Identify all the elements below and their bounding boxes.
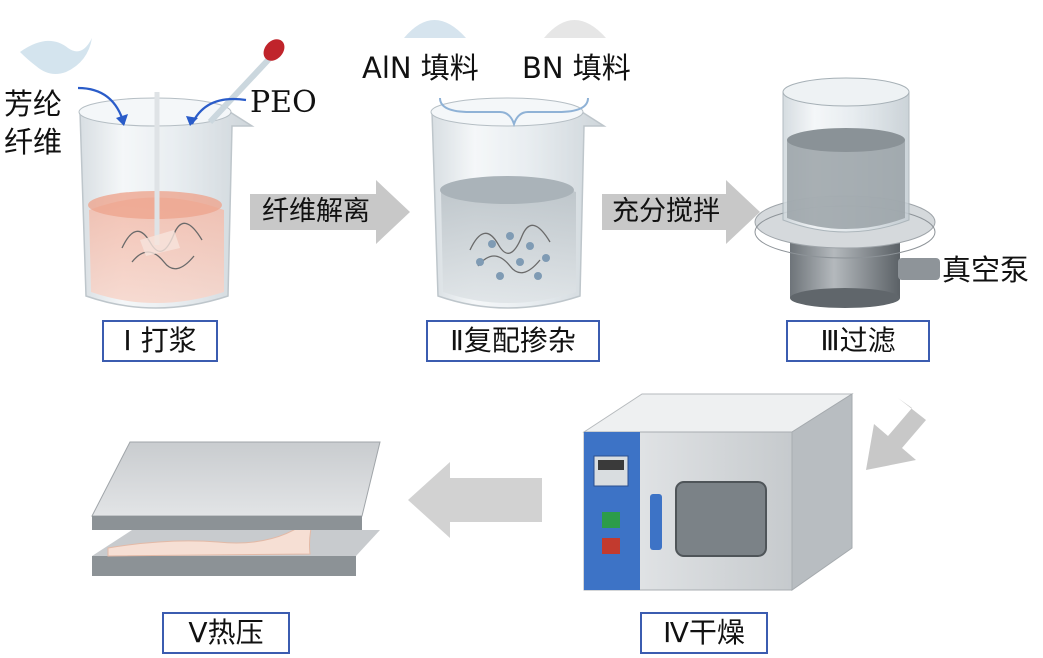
drying-oven [582, 393, 854, 591]
step-label-3: Ⅲ过滤 [786, 320, 930, 362]
aramid-fiber-label-line1: 芳纶 [4, 87, 63, 121]
beaker-1 [78, 92, 255, 309]
aln-filler-label: AlN 填料 [362, 51, 479, 85]
step-label-5: Ⅴ热压 [162, 612, 290, 654]
peo-dropper-icon [207, 39, 285, 125]
fiber-in-arrowhead [116, 114, 128, 126]
filter-apparatus [754, 77, 940, 308]
peo-label: PEO [250, 85, 317, 120]
arrow-full-stirring [602, 180, 760, 244]
hot-press [91, 441, 381, 576]
arrow-to-hot-press [408, 462, 542, 538]
arrow-fiber-dissociation-label: 纤维解离 [262, 196, 370, 227]
step-label-4: Ⅳ干燥 [640, 612, 768, 654]
bn-filler-label: BN 填料 [522, 51, 631, 85]
arrow-full-stirring-label: 充分搅拌 [612, 196, 720, 227]
filler-brace [439, 97, 589, 128]
arrow-fiber-dissociation [250, 180, 410, 244]
step-label-2: Ⅱ复配掺杂 [426, 320, 600, 362]
arrow-to-drying [866, 398, 926, 470]
aln-powder-icon [404, 20, 466, 38]
vacuum-pump-label: 真空泵 [942, 253, 1030, 287]
aramid-fiber-icon [20, 38, 92, 74]
step-label-1: Ⅰ 打浆 [102, 320, 218, 362]
aramid-fiber-label-line2: 纤维 [4, 125, 63, 159]
beaker-2 [430, 97, 607, 309]
peo-in-arrowhead [186, 116, 198, 126]
bn-powder-icon [544, 20, 606, 38]
